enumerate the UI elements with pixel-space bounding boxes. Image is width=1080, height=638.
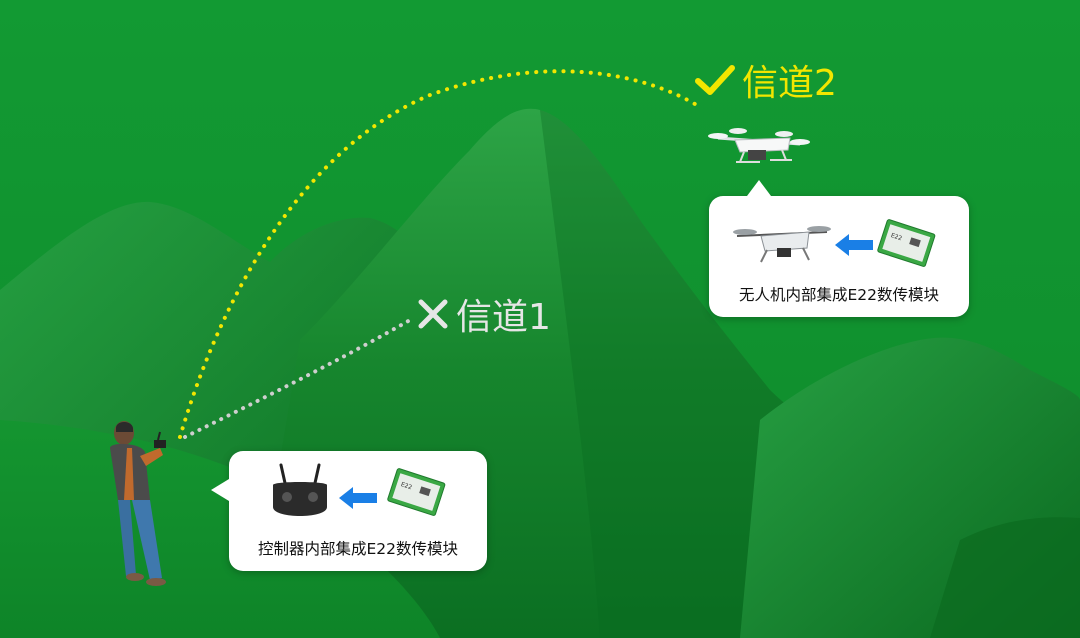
drone-callout: E22 无人机内部集成E22数传模块 <box>709 180 969 317</box>
check-icon <box>694 63 736 97</box>
channel-2-text: 信道2 <box>742 63 837 104</box>
svg-text:E22: E22 <box>400 481 413 491</box>
e22-module-icon: E22 <box>387 468 446 516</box>
controller-callout: E22 控制器内部集成E22数传模块 <box>211 451 487 571</box>
cross-icon <box>416 297 450 331</box>
arrow-left-icon <box>835 234 873 256</box>
signal-path-channel-2 <box>178 69 702 439</box>
channel-1-label: 信道1 <box>416 288 551 340</box>
drone-icon <box>733 226 831 263</box>
signal-path-channel-1 <box>183 318 412 439</box>
remote-controller-icon <box>273 463 327 516</box>
controller-callout-caption: 控制器内部集成E22数传模块 <box>257 540 459 558</box>
callout-pointer <box>211 479 229 501</box>
channel-1-text: 信道1 <box>456 297 551 338</box>
channel-2-label: 信道2 <box>694 54 837 106</box>
drone-icon <box>708 128 810 163</box>
arrow-left-icon <box>339 487 377 509</box>
svg-text:E22: E22 <box>890 232 903 242</box>
e22-module-icon: E22 <box>877 219 936 267</box>
drone-callout-caption: 无人机内部集成E22数传模块 <box>738 286 940 304</box>
person-icon <box>110 421 166 586</box>
callout-pointer <box>747 180 771 196</box>
